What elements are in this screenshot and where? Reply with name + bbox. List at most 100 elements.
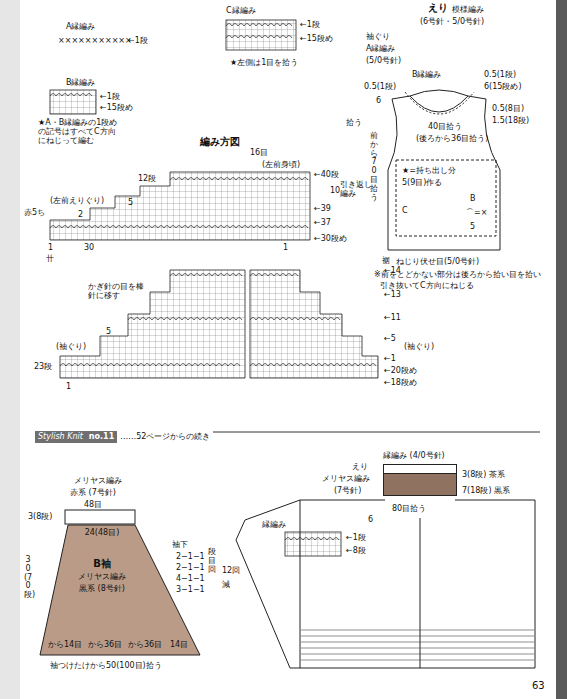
scallop bbox=[250, 364, 256, 367]
annotation-label: 裾 bbox=[382, 256, 390, 265]
scallop bbox=[122, 226, 128, 229]
collar-rib-box bbox=[383, 464, 457, 496]
annotation-label: ←18段め bbox=[384, 378, 417, 387]
scallop bbox=[228, 364, 234, 367]
scallop bbox=[156, 364, 162, 367]
scallop bbox=[200, 226, 206, 229]
scallop bbox=[104, 226, 110, 229]
scallop bbox=[238, 24, 244, 27]
scallop bbox=[164, 318, 170, 321]
chart-grids bbox=[50, 20, 378, 556]
scallop bbox=[274, 24, 280, 27]
scallop bbox=[274, 364, 280, 367]
scallop bbox=[280, 24, 286, 27]
node-text: Stylish Knit bbox=[35, 431, 86, 443]
annotation-label: 段目回 bbox=[208, 548, 216, 574]
scallop bbox=[236, 318, 242, 321]
scallop bbox=[262, 274, 268, 277]
scallop bbox=[218, 318, 224, 321]
scallop bbox=[170, 178, 176, 181]
scallop bbox=[98, 226, 104, 229]
scallop-stitches bbox=[50, 24, 376, 541]
node-text: no.11 bbox=[86, 431, 117, 443]
annotation-label: 2 bbox=[78, 210, 83, 219]
scallop bbox=[188, 178, 194, 181]
scallop bbox=[86, 226, 92, 229]
annotation-label: 48目 bbox=[84, 500, 102, 509]
scallop bbox=[134, 226, 140, 229]
scallop bbox=[162, 364, 168, 367]
scallop bbox=[72, 364, 78, 367]
scallop bbox=[260, 226, 266, 229]
annotation-label: から14目 bbox=[48, 640, 82, 649]
scallop bbox=[304, 318, 310, 321]
annotation-label: 引き返し編み bbox=[340, 180, 374, 198]
scallop bbox=[364, 364, 370, 367]
scallop bbox=[182, 274, 188, 277]
annotation-label: 5 bbox=[470, 222, 475, 231]
scallop bbox=[224, 226, 230, 229]
vest-outline bbox=[388, 90, 500, 250]
annotation-label: ←30段め bbox=[314, 234, 347, 243]
scallop bbox=[322, 318, 328, 321]
scallop bbox=[210, 364, 216, 367]
scallop bbox=[140, 226, 146, 229]
scallop bbox=[238, 36, 244, 39]
annotation-label: 10 bbox=[330, 186, 340, 195]
annotation-label: ←20段め bbox=[384, 366, 417, 375]
scallop bbox=[232, 36, 238, 39]
scan-edge bbox=[0, 0, 20, 699]
annotation-label: 前から70目拾う bbox=[370, 132, 378, 202]
annotation-label: 0.5(1段) bbox=[364, 82, 396, 91]
annotation-label: (左前身頃) bbox=[262, 160, 300, 169]
scallop bbox=[302, 178, 308, 181]
scallop bbox=[108, 364, 114, 367]
scallop bbox=[62, 94, 68, 97]
scallop bbox=[188, 274, 194, 277]
scallop bbox=[272, 178, 278, 181]
scallop bbox=[280, 318, 286, 321]
scallop bbox=[194, 178, 200, 181]
annotation-label: 63 bbox=[532, 680, 545, 692]
scallop bbox=[150, 364, 156, 367]
node-text: 24(48目) bbox=[35, 528, 169, 538]
scallop bbox=[132, 364, 138, 367]
scallop bbox=[146, 318, 152, 321]
scallop bbox=[86, 94, 92, 97]
scallop bbox=[224, 318, 230, 321]
scallop bbox=[291, 538, 297, 541]
scallop bbox=[140, 318, 146, 321]
scallop bbox=[328, 364, 334, 367]
annotation-label: ←1 bbox=[384, 354, 396, 363]
section-header: Stylish Knitno.11……52ページからの続き bbox=[35, 424, 540, 439]
scallop bbox=[232, 24, 238, 27]
scallop bbox=[50, 94, 56, 97]
scallop bbox=[250, 24, 256, 27]
scallop bbox=[194, 318, 200, 321]
scallop bbox=[333, 538, 339, 541]
annotation-label: 模様編み bbox=[452, 5, 484, 14]
annotation-label: 2−1−1 bbox=[176, 563, 205, 572]
scallop bbox=[310, 364, 316, 367]
scallop bbox=[176, 178, 182, 181]
annotation-label: 5 bbox=[106, 327, 111, 336]
scallop bbox=[262, 364, 268, 367]
scallop bbox=[315, 538, 321, 541]
annotation-label: 拾う bbox=[346, 118, 362, 127]
scallop bbox=[290, 226, 296, 229]
annotation-label: 3(8段) 茶系 bbox=[462, 470, 505, 479]
scallop bbox=[292, 364, 298, 367]
annotation-label: えり bbox=[352, 462, 368, 471]
annotation-label: 12段 bbox=[138, 174, 156, 183]
scallop bbox=[206, 274, 212, 277]
annotation-label: (袖ぐり) bbox=[404, 342, 434, 351]
annotation-label: ←8段 bbox=[346, 546, 366, 555]
scallop bbox=[274, 318, 280, 321]
scallop bbox=[322, 364, 328, 367]
scallop bbox=[280, 36, 286, 39]
scallop bbox=[278, 178, 284, 181]
annotation-label: (袖ぐり) bbox=[56, 342, 86, 351]
scallop bbox=[212, 274, 218, 277]
annotation-label: ←15段め bbox=[300, 34, 333, 43]
scallop bbox=[236, 178, 242, 181]
